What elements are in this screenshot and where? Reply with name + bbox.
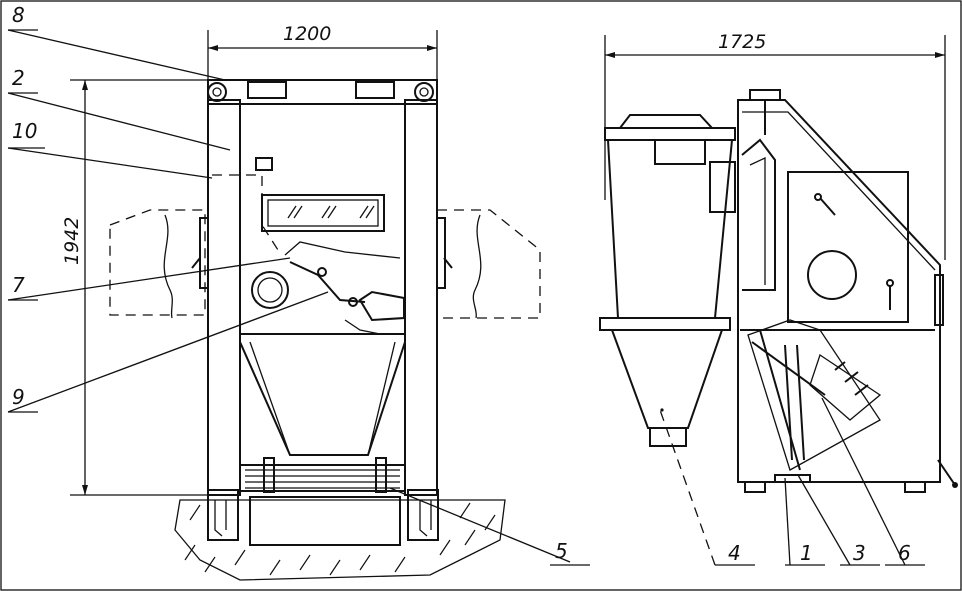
cyclone-flange bbox=[599, 317, 731, 331]
glove-port-side bbox=[807, 250, 857, 300]
pulley-left bbox=[207, 82, 227, 102]
callout-4: 4 bbox=[728, 541, 741, 565]
side-door-right bbox=[436, 209, 541, 319]
lamp-right bbox=[355, 81, 395, 99]
pulley-right bbox=[414, 82, 434, 102]
callout-2: 2 bbox=[12, 66, 25, 90]
leader-8 bbox=[7, 29, 226, 81]
foundation-ground bbox=[174, 499, 506, 581]
callout-10: 10 bbox=[12, 119, 37, 143]
glass-hatch bbox=[287, 205, 375, 219]
lamp-left bbox=[247, 81, 287, 99]
hopper bbox=[239, 333, 406, 456]
control-box bbox=[255, 157, 273, 171]
callout-9: 9 bbox=[12, 385, 25, 409]
left-leg bbox=[207, 489, 239, 541]
dim-side-width: 1725 bbox=[718, 31, 766, 53]
leader-3 bbox=[797, 474, 851, 566]
part-holder bbox=[358, 290, 405, 322]
grate-bars bbox=[784, 344, 805, 461]
cyclone-inlet bbox=[709, 161, 736, 213]
callout-3: 3 bbox=[853, 541, 866, 565]
leader-2 bbox=[7, 92, 231, 151]
dim-front-width: 1200 bbox=[283, 23, 331, 45]
callout-1: 1 bbox=[800, 541, 813, 565]
blast-cabin bbox=[239, 103, 406, 335]
hinge-right bbox=[436, 217, 446, 289]
access-door bbox=[787, 171, 909, 323]
cyclone-body bbox=[606, 139, 734, 319]
callout-7: 7 bbox=[12, 273, 25, 297]
leader-9 bbox=[7, 291, 329, 413]
top-cap bbox=[749, 89, 781, 101]
right-column bbox=[404, 99, 438, 496]
callout-5: 5 bbox=[555, 539, 568, 563]
base-plate bbox=[774, 474, 811, 483]
callout-8: 8 bbox=[12, 3, 25, 27]
leader-1 bbox=[784, 477, 791, 566]
work-table bbox=[809, 353, 882, 421]
side-view bbox=[599, 35, 958, 566]
inner-hopper bbox=[747, 319, 881, 471]
callout-underlines bbox=[8, 29, 925, 566]
dim-front-height: 1942 bbox=[61, 217, 83, 265]
dust-cone bbox=[610, 329, 724, 429]
blast-gun bbox=[289, 261, 366, 303]
front-view bbox=[7, 29, 571, 581]
leader-6 bbox=[821, 397, 906, 566]
glove-port bbox=[251, 271, 289, 309]
leader-7 bbox=[7, 257, 291, 301]
callout-6: 6 bbox=[898, 541, 911, 565]
top-beam bbox=[207, 79, 438, 105]
left-column bbox=[207, 99, 241, 496]
gun-arm bbox=[284, 241, 401, 259]
grate bbox=[239, 464, 406, 492]
collection-pit bbox=[249, 496, 401, 546]
air-duct bbox=[741, 138, 776, 291]
leader-5 bbox=[389, 487, 571, 563]
leader-4 bbox=[659, 409, 716, 566]
hose-dashed bbox=[212, 174, 279, 251]
leader-10 bbox=[7, 147, 213, 179]
dust-outlet bbox=[649, 427, 687, 447]
right-leg bbox=[407, 489, 439, 541]
side-door-left bbox=[109, 209, 206, 316]
cyclone-cap bbox=[617, 114, 715, 129]
hinge-left bbox=[199, 217, 209, 289]
